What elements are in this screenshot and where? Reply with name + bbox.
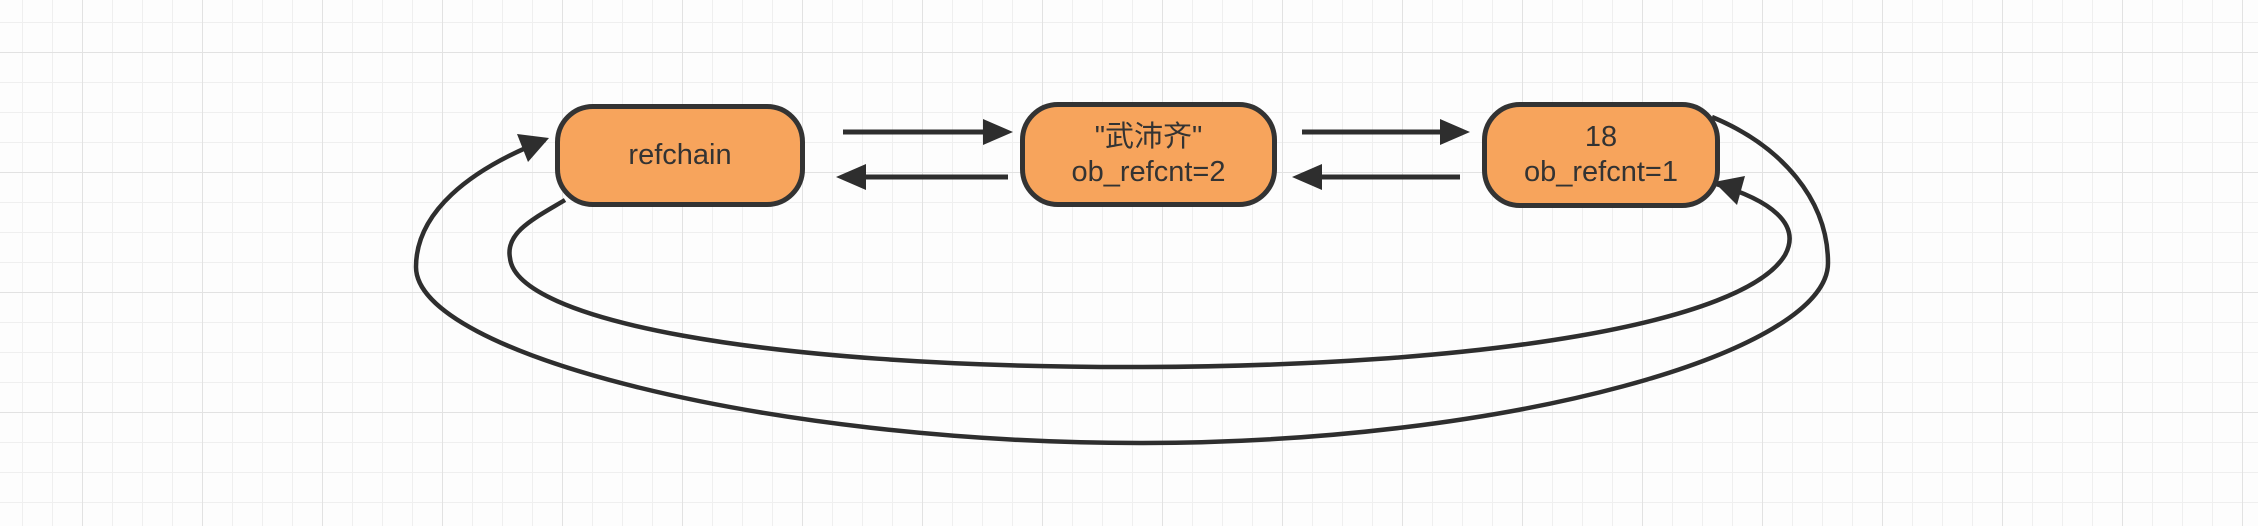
arrowhead-left-icon: [836, 164, 866, 190]
arrowhead-left-icon: [1292, 164, 1322, 190]
node-refchain[interactable]: refchain: [555, 104, 805, 207]
edge-refchain-to-str[interactable]: [843, 119, 1013, 145]
edge-int-to-refchain-arc[interactable]: [413, 114, 1831, 446]
node-label-line2: ob_refcnt=2: [1071, 155, 1226, 188]
arrowhead-upright-icon: [517, 134, 549, 162]
edge-int-to-str[interactable]: [1292, 164, 1460, 190]
edge-str-to-refchain[interactable]: [836, 164, 1008, 190]
edge-curve: [507, 181, 1792, 370]
edge-refchain-to-int-arc[interactable]: [507, 176, 1792, 370]
edge-str-to-int[interactable]: [1302, 119, 1470, 145]
arrowhead-right-icon: [1440, 119, 1470, 145]
node-int-object[interactable]: 18 ob_refcnt=1: [1482, 102, 1720, 208]
node-label-line1: 18: [1584, 121, 1618, 153]
node-label-line1: "武沛齐": [1094, 120, 1203, 153]
edge-curve: [413, 114, 1831, 446]
node-label-line2: ob_refcnt=1: [1524, 156, 1678, 188]
arrowhead-right-icon: [983, 119, 1013, 145]
node-label: refchain: [628, 139, 732, 171]
node-string-object[interactable]: "武沛齐" ob_refcnt=2: [1020, 102, 1277, 207]
arrowhead-upleft-icon: [1714, 176, 1745, 205]
